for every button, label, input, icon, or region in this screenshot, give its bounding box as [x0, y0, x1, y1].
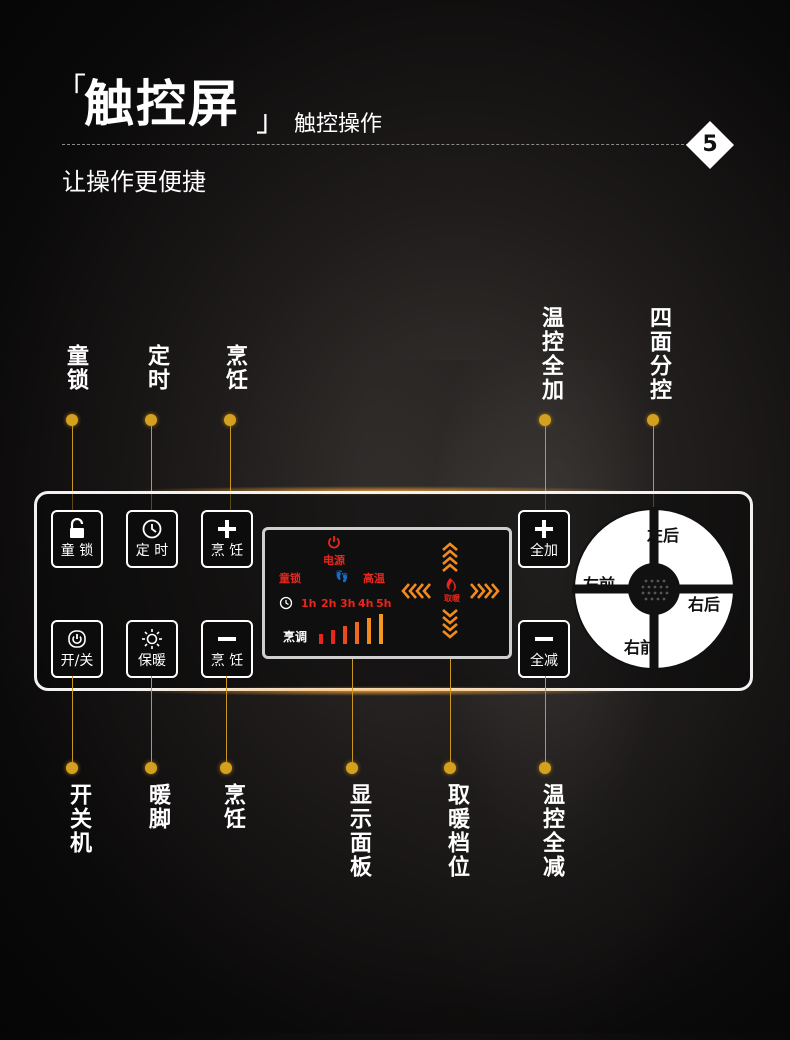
- warm-button[interactable]: 保暖: [126, 620, 178, 678]
- label-four-zone: 四面分控: [646, 306, 671, 402]
- footprint-icon: 👣: [335, 570, 349, 583]
- label-cook-minus: 烹饪: [220, 783, 245, 831]
- callout-dot: [224, 414, 236, 426]
- label-display-panel: 显示面板: [346, 783, 371, 879]
- display-high-temp: 高温: [363, 572, 385, 585]
- heat-level-indicator: [401, 542, 500, 639]
- hour-3h: 3h: [340, 597, 356, 610]
- callout-dot: [66, 762, 78, 774]
- callout-line: [653, 426, 654, 516]
- hour-2h: 2h: [321, 597, 337, 610]
- label-heat-level: 取暖档位: [444, 783, 469, 879]
- callout-line: [545, 426, 546, 516]
- level-bar: [343, 626, 347, 644]
- display-cook-adjust: 烹调: [283, 630, 308, 644]
- plus-icon: [216, 518, 238, 542]
- display-power-label: 电源: [323, 554, 345, 567]
- callout-dot: [220, 762, 232, 774]
- callout-dot: [444, 762, 456, 774]
- callout-line: [230, 426, 231, 516]
- title-bracket-open: 「: [56, 72, 86, 107]
- cook-minus-button[interactable]: 烹 饪: [201, 620, 253, 678]
- zone-right-rear[interactable]: 右后: [688, 595, 721, 614]
- level-bar: [379, 614, 383, 644]
- label-child-lock: 童锁: [63, 344, 88, 392]
- page-subtitle: 触控操作: [294, 112, 383, 137]
- page-title: 触控屏: [84, 75, 240, 133]
- cook-plus-button[interactable]: 烹 饪: [201, 510, 253, 568]
- panel-glow-bottom: [120, 686, 640, 696]
- sun-icon: [141, 628, 163, 652]
- clock-icon: [141, 518, 163, 542]
- display-heat-badge: 取暖: [444, 594, 460, 603]
- title-bracket-close: 」: [256, 104, 286, 139]
- plus-icon: [533, 518, 555, 542]
- callout-line: [72, 676, 73, 766]
- callout-line: [450, 659, 451, 766]
- flame-icon: [446, 578, 456, 592]
- minus-icon: [216, 628, 238, 652]
- level-bar: [367, 618, 371, 644]
- label-temp-all-down: 温控全减: [539, 783, 564, 879]
- callout-line: [72, 426, 73, 516]
- hour-4h: 4h: [358, 597, 374, 610]
- display-panel: 电源 童锁 👣 高温 1h 2h 3h 4h 5h 烹调 取暖: [262, 527, 512, 659]
- zone-left-front[interactable]: 左前: [583, 575, 616, 594]
- callout-dot: [66, 414, 78, 426]
- power-icon: [328, 536, 340, 549]
- section-number: 5: [702, 132, 718, 157]
- callout-line: [352, 659, 353, 766]
- child-lock-button[interactable]: 童 锁: [51, 510, 103, 568]
- display-child-lock: 童锁: [279, 572, 301, 585]
- callout-dot: [647, 414, 659, 426]
- timer-button[interactable]: 定 时: [126, 510, 178, 568]
- callout-dot: [539, 762, 551, 774]
- callout-dot: [145, 762, 157, 774]
- level-bar: [319, 634, 323, 644]
- all-down-button[interactable]: 全减: [518, 620, 570, 678]
- callout-line: [226, 676, 227, 766]
- clock-icon: [279, 596, 293, 610]
- background-person: [360, 360, 740, 1040]
- tagline: 让操作更便捷: [62, 168, 206, 196]
- label-power: 开关机: [66, 783, 91, 855]
- callout-dot: [145, 414, 157, 426]
- label-warm-feet: 暖脚: [145, 783, 170, 831]
- four-zone-wheel[interactable]: [572, 507, 736, 671]
- minus-icon: [533, 628, 555, 652]
- power-button[interactable]: 开/关: [51, 620, 103, 678]
- level-bar: [355, 622, 359, 644]
- callout-line: [151, 426, 152, 516]
- unlock-icon: [66, 517, 88, 542]
- hour-1h: 1h: [301, 597, 317, 610]
- label-temp-all-up: 温控全加: [538, 306, 563, 402]
- power-icon: [66, 628, 88, 652]
- hour-5h: 5h: [376, 597, 392, 610]
- zone-left-rear[interactable]: 左后: [647, 526, 680, 545]
- zone-right-front[interactable]: 右前: [624, 638, 657, 657]
- callout-line: [545, 676, 546, 766]
- label-cook-plus: 烹饪: [222, 344, 247, 392]
- label-timer: 定时: [144, 344, 169, 392]
- callout-dot: [346, 762, 358, 774]
- callout-dot: [539, 414, 551, 426]
- callout-line: [151, 676, 152, 766]
- header-divider: [62, 144, 694, 145]
- all-up-button[interactable]: 全加: [518, 510, 570, 568]
- level-bar: [331, 630, 335, 644]
